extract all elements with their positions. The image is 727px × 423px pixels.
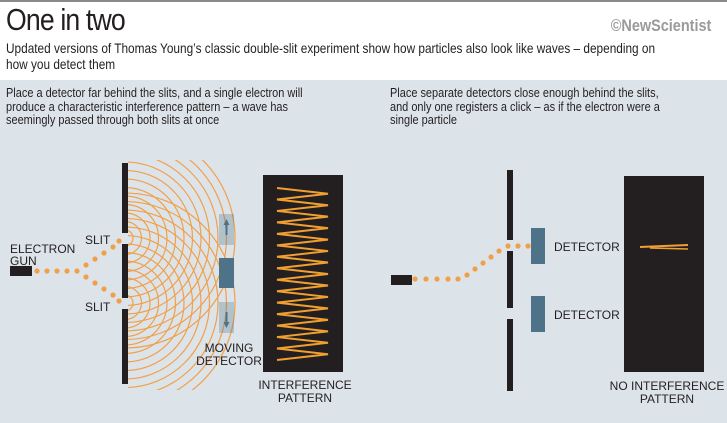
wave-ring xyxy=(128,187,177,289)
moving-detector xyxy=(219,214,234,333)
wave-ring xyxy=(128,160,211,324)
barrier-top-right xyxy=(507,170,513,240)
wave-ring xyxy=(128,161,202,315)
top-rule xyxy=(0,0,727,2)
spot-line xyxy=(649,247,689,250)
gun-label: GUN xyxy=(10,254,37,268)
barrier-top-left xyxy=(122,163,128,233)
wave-ring xyxy=(128,217,211,389)
slit-label-top: SLIT xyxy=(85,233,111,247)
electron-dot xyxy=(434,276,440,282)
screen-label: NO INTERFERENCE xyxy=(610,379,725,393)
diagram-panel xyxy=(0,80,727,423)
electron-dot xyxy=(34,268,40,274)
electron-dot xyxy=(412,276,418,282)
electron-dot xyxy=(44,268,50,274)
detector-box xyxy=(219,258,234,288)
wave-ring xyxy=(128,252,177,354)
right-caption: Place separate detectors close enough be… xyxy=(390,86,660,127)
wave-ring xyxy=(128,286,143,320)
electron-dot xyxy=(445,276,451,282)
wave-ring xyxy=(128,269,160,337)
wave-ring xyxy=(128,260,168,346)
detector-label: DETECTOR xyxy=(196,354,262,368)
wave-ring xyxy=(128,243,185,363)
gun-label: ELECTRON xyxy=(10,242,75,256)
wave-ring xyxy=(128,192,236,390)
wave-ring xyxy=(128,277,151,329)
electron-dot xyxy=(92,256,98,262)
electron-dot xyxy=(74,268,80,274)
wave-ring xyxy=(128,294,134,312)
electron-gun-left xyxy=(10,266,32,276)
electron-dot xyxy=(116,238,122,244)
electron-dot xyxy=(101,286,107,292)
electron-dot xyxy=(480,260,486,266)
electron-gun-right xyxy=(391,275,412,285)
wave-ring xyxy=(128,160,236,349)
electron-dot xyxy=(505,243,511,249)
electron-dot xyxy=(488,254,494,260)
electron-dot xyxy=(515,243,521,249)
wave-ring xyxy=(128,178,185,298)
arrow-up-icon xyxy=(223,219,230,235)
wave-ring xyxy=(128,229,134,247)
barrier-bottom-left xyxy=(122,309,128,384)
barrier-middle-right xyxy=(507,251,513,308)
interference-pattern xyxy=(276,187,329,361)
electron-dot xyxy=(110,292,116,298)
electron-dot xyxy=(455,276,461,282)
screen-right xyxy=(624,176,704,372)
screen-label: PATTERN xyxy=(640,392,694,406)
detector-label-top: DETECTOR xyxy=(554,240,620,254)
left-caption: Place a detector far behind the slits, a… xyxy=(6,86,303,127)
subtitle: Updated versions of Thomas Young’s class… xyxy=(6,41,656,72)
electron-dot xyxy=(83,262,89,268)
wave-ring xyxy=(128,212,151,264)
electron-dot xyxy=(64,268,70,274)
electron-dot xyxy=(116,298,122,304)
particle-spot xyxy=(639,244,689,250)
wave-ring xyxy=(128,160,219,332)
wave-ring xyxy=(128,160,228,341)
wave-ring xyxy=(128,195,168,281)
detector-top xyxy=(531,228,545,264)
wave-ring xyxy=(128,226,202,380)
electron-dot xyxy=(423,276,429,282)
electron-dot xyxy=(464,272,470,278)
wave-ring xyxy=(128,204,160,272)
detector-label: MOVING xyxy=(205,341,254,355)
wave-ring xyxy=(128,169,194,307)
brand-logo: ©NewScientist xyxy=(610,16,711,35)
screen-label: PATTERN xyxy=(278,391,332,405)
wave-fronts xyxy=(128,160,236,390)
electron-dot xyxy=(83,274,89,280)
electron-dot xyxy=(472,266,478,272)
wave-ring xyxy=(128,200,228,390)
electron-path-right xyxy=(412,243,531,282)
screen-label: INTERFERENCE xyxy=(258,378,351,392)
barrier-middle-left xyxy=(122,244,128,298)
electron-dot xyxy=(101,250,107,256)
detector-bottom xyxy=(531,296,545,332)
barrier-bottom-right xyxy=(507,319,513,391)
electron-dot xyxy=(525,243,531,249)
arrow-down-icon xyxy=(223,312,230,328)
wave-ring xyxy=(128,234,194,372)
spot-line xyxy=(639,244,689,248)
slit-label-bottom: SLIT xyxy=(85,300,111,314)
electron-path-left xyxy=(34,238,122,304)
screen-left xyxy=(263,175,343,372)
electron-dot xyxy=(110,244,116,250)
wave-ring xyxy=(128,209,219,390)
electron-dot xyxy=(496,248,502,254)
electron-dot xyxy=(92,280,98,286)
electron-dot xyxy=(54,268,60,274)
page-title: One in two xyxy=(6,2,126,37)
detector-label-bottom: DETECTOR xyxy=(554,308,620,322)
